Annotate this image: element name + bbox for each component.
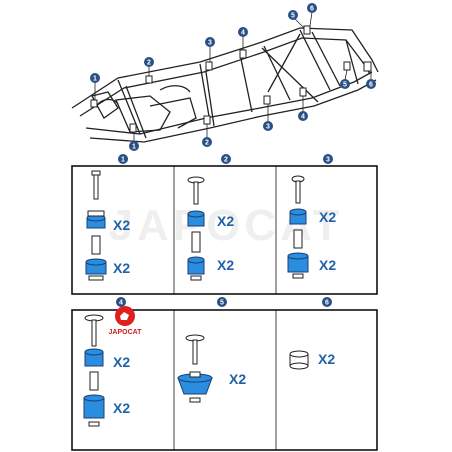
frame-callouts: 1 2 3 4 5 6 1 2 3 4 5 6 [90, 3, 376, 151]
washer [189, 371, 201, 378]
callout-label: 6 [369, 82, 373, 89]
panel-number: 6 [325, 300, 329, 307]
panel-number: 1 [121, 157, 125, 164]
japocat-logo: JAPOCAT [109, 306, 143, 336]
bolt-shank [192, 339, 198, 365]
sleeve [89, 371, 99, 391]
panel-number-marker [217, 297, 227, 307]
quantity-label: X2 [113, 260, 130, 276]
logo-text: JAPOCAT [109, 329, 143, 336]
callout-label: 4 [301, 114, 305, 121]
callout-marker [263, 121, 273, 131]
nut [88, 275, 104, 281]
panel-number-marker [323, 154, 333, 164]
panel-number-marker [322, 297, 332, 307]
panel-number: 2 [224, 157, 228, 164]
washer [87, 210, 105, 217]
bolt-shank [91, 319, 97, 347]
bolt-head [91, 170, 101, 176]
callout-marker [202, 137, 212, 147]
callout-marker [238, 27, 248, 37]
panel-number: 5 [220, 300, 224, 307]
callout-label: 2 [205, 140, 209, 147]
quantity-label: X2 [318, 351, 335, 367]
mount-kit-panel-4: 4 X2 X2 JAPOCAT [83, 297, 143, 427]
nut [190, 275, 202, 281]
callout-label: 2 [147, 60, 151, 67]
callout-marker [205, 37, 215, 47]
quantity-label: X2 [113, 400, 130, 416]
panel-box-frame [71, 309, 378, 451]
callout-marker [129, 141, 139, 151]
sleeve [191, 231, 201, 253]
callout-label: 3 [266, 124, 270, 131]
callout-label: 4 [241, 30, 245, 37]
callout-marker [90, 73, 100, 83]
panel-number-marker [116, 297, 126, 307]
callout-marker [366, 79, 376, 89]
quantity-label: X2 [319, 209, 336, 225]
quantity-label: X2 [229, 371, 246, 387]
quantity-label: X2 [217, 213, 234, 229]
quantity-label: X2 [319, 257, 336, 273]
mount-kit-panel-1: 1 X2 X2 [85, 154, 130, 281]
panel-box-top [71, 165, 378, 295]
mount-kit-panel-2: 2 X2 X2 [187, 154, 234, 281]
quantity-label: X2 [113, 217, 130, 233]
bolt-shank [295, 180, 301, 204]
callout-marker [340, 79, 350, 89]
mount-kit-panel-5: 5 X2 [177, 297, 246, 403]
sleeve [293, 229, 303, 249]
quantity-label: X2 [113, 354, 130, 370]
callout-marker [288, 10, 298, 20]
callout-marker [144, 57, 154, 67]
callout-label: 3 [208, 40, 212, 47]
callout-label: 6 [310, 6, 314, 13]
sleeve [91, 235, 101, 255]
bolt-shank [93, 174, 99, 200]
callout-marker [298, 111, 308, 121]
callout-label: 1 [132, 144, 136, 151]
callout-marker [307, 3, 317, 13]
logo-cat-icon [120, 312, 129, 320]
callout-label: 1 [93, 76, 97, 83]
nut [292, 273, 304, 279]
panel-number-marker [221, 154, 231, 164]
nut [88, 421, 100, 427]
chassis-frame [71, 25, 379, 143]
mount-kit-panel-6: 6 X2 [289, 297, 335, 370]
quantity-label: X2 [217, 257, 234, 273]
callout-label: 5 [291, 13, 295, 20]
nut [189, 397, 201, 403]
panel-box-bottom [71, 309, 378, 451]
bolt-shank [193, 181, 199, 205]
mount-kit-panel-3: 3 X2 X2 [287, 154, 336, 279]
panel-number: 3 [326, 157, 330, 164]
callout-label: 5 [343, 82, 347, 89]
panel-number-marker [118, 154, 128, 164]
panel-number: 4 [119, 300, 123, 307]
panel-box-frame [71, 165, 378, 295]
